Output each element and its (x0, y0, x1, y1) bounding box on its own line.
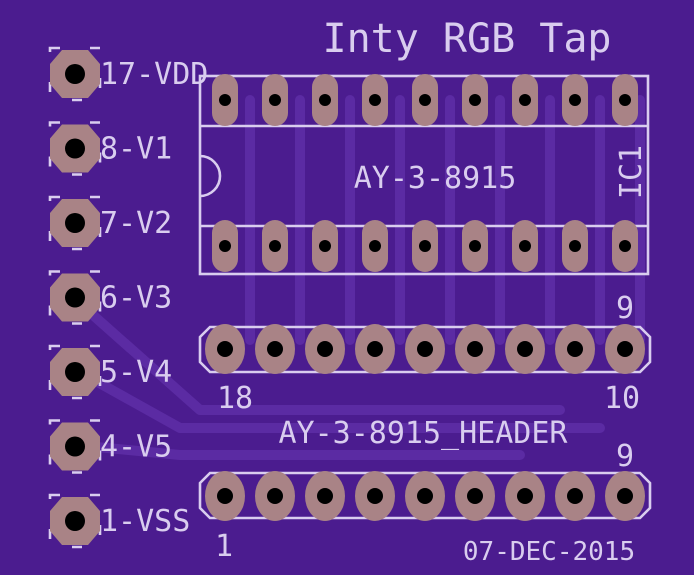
ic-pad (612, 220, 638, 272)
signal-pad: 6-V3 (48, 270, 172, 325)
board-date: 07-DEC-2015 (463, 537, 635, 567)
signal-pad-label: 7-V2 (100, 206, 172, 241)
ic-pad (562, 220, 588, 272)
ic-pad (212, 74, 238, 126)
signal-pad: 17-VDD (48, 46, 208, 102)
ic-pad (362, 220, 388, 272)
header-pad (605, 471, 645, 521)
ic-pad (262, 74, 288, 126)
header-pad (505, 471, 545, 521)
ic-pad (512, 74, 538, 126)
header-pad (555, 471, 595, 521)
ic-pad (412, 220, 438, 272)
ic-pad (262, 220, 288, 272)
ic-pad (612, 74, 638, 126)
signal-pads: 17-VDD 8-V1 7-V2 6-V3 5-V4 4-V5 1-VSS (48, 46, 208, 549)
signal-pad: 8-V1 (48, 121, 172, 176)
ic-footprint: AY-3-8915 IC1 (198, 74, 650, 276)
header-pad (255, 471, 295, 521)
ic-pad (562, 74, 588, 126)
header-pin-1-label: 1 (215, 529, 233, 564)
ic-name-label: IC1 (614, 145, 649, 199)
header-pad (505, 324, 545, 374)
signal-pad-label: 4-V5 (100, 430, 172, 465)
header-pad (555, 324, 595, 374)
header-pin-9-bottom-label: 9 (616, 439, 634, 474)
header-pad (455, 324, 495, 374)
signal-pad: 7-V2 (48, 195, 172, 251)
signal-pad: 5-V4 (48, 344, 172, 400)
signal-pad-label: 1-VSS (100, 504, 190, 539)
ic-pad (462, 220, 488, 272)
signal-pad: 4-V5 (48, 419, 172, 474)
header-pad (405, 471, 445, 521)
ic-pads-top-row (212, 74, 638, 126)
header-bottom-outline (198, 471, 652, 520)
header-pad (205, 324, 245, 374)
ic-notch (199, 154, 222, 198)
ic-pad (362, 74, 388, 126)
header-pad (455, 471, 495, 521)
header-pad (605, 324, 645, 374)
signal-pad-label: 5-V4 (100, 355, 172, 390)
ic-pad (212, 220, 238, 272)
ic-pads-bottom-row (212, 220, 638, 272)
header-pad (355, 471, 395, 521)
ic-pad (512, 220, 538, 272)
header-pad (255, 324, 295, 374)
header-pin-10-label: 10 (604, 381, 640, 416)
header-top-row (198, 324, 652, 374)
copper-traces (71, 95, 645, 460)
header-name-label: AY-3-8915_HEADER (279, 416, 569, 451)
header-pin-9-top-label: 9 (616, 291, 634, 326)
ic-pad (312, 220, 338, 272)
header-top-outline (198, 325, 652, 374)
header-pad (355, 324, 395, 374)
header-pad (405, 324, 445, 374)
header-bottom-row (198, 471, 652, 521)
header-pad (305, 471, 345, 521)
header-pad (305, 324, 345, 374)
ic-pad (412, 74, 438, 126)
board-title: Inty RGB Tap (323, 16, 612, 62)
ic-part-label: AY-3-8915 (354, 161, 517, 196)
ic-pad (462, 74, 488, 126)
ic-pad (312, 74, 338, 126)
signal-pad: 1-VSS (48, 493, 190, 549)
signal-pad-label: 17-VDD (100, 57, 208, 92)
header-pin-18-label: 18 (217, 381, 253, 416)
signal-pad-label: 6-V3 (100, 281, 172, 316)
signal-pad-label: 8-V1 (100, 132, 172, 167)
header-pad (205, 471, 245, 521)
